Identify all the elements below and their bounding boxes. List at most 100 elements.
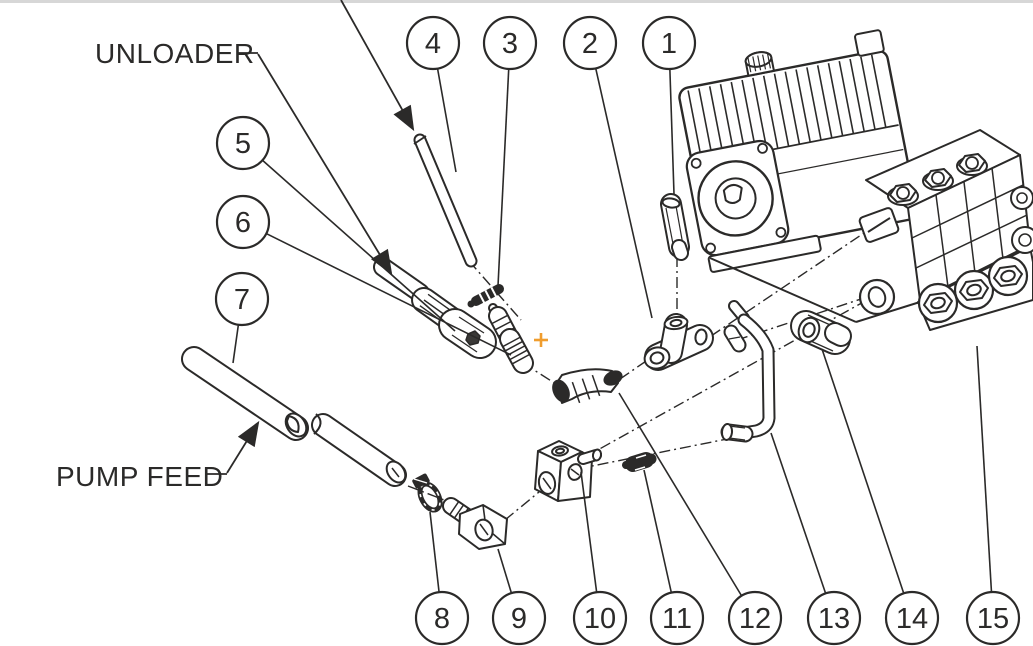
page-top-edge bbox=[0, 0, 1033, 3]
callout-circle bbox=[884, 590, 940, 646]
offscreen-arrow-leader bbox=[340, 0, 415, 132]
centerline-9 bbox=[407, 485, 453, 504]
callout-leader bbox=[580, 471, 598, 593]
pump-crankcase bbox=[678, 29, 919, 273]
callout-number: 15 bbox=[977, 603, 1009, 635]
callout-leader bbox=[232, 324, 240, 364]
callout-circle bbox=[405, 15, 461, 71]
callout-number: 3 bbox=[502, 28, 518, 60]
valve-cap-icon bbox=[956, 153, 988, 176]
unloader-arrow-leader bbox=[257, 53, 393, 276]
callout-number: 2 bbox=[582, 28, 598, 60]
bypass-pipe bbox=[720, 300, 776, 443]
centerline-10 bbox=[504, 491, 540, 521]
pump-feed-tube bbox=[181, 346, 309, 441]
pump-assembly bbox=[678, 29, 1033, 331]
valve-cap-icon bbox=[887, 183, 919, 206]
callout-leader bbox=[265, 232, 512, 356]
pump-feed-arrow-leader bbox=[226, 420, 260, 474]
oil-cap-icon bbox=[744, 51, 775, 77]
callout-leader bbox=[976, 345, 993, 593]
callout-circle bbox=[727, 590, 783, 646]
callout-number: 14 bbox=[896, 603, 928, 635]
callout-15: 15 bbox=[965, 345, 1021, 646]
centerline-1 bbox=[468, 260, 522, 321]
standoff-fitting bbox=[660, 193, 690, 261]
callout-circle bbox=[806, 590, 862, 646]
callout-leader bbox=[436, 68, 457, 173]
callout-number: 5 bbox=[235, 128, 251, 160]
callout-1: 1 bbox=[641, 15, 697, 195]
port-plug-icon bbox=[987, 255, 1029, 297]
marker-layer bbox=[534, 333, 548, 347]
block-stub-icon bbox=[577, 448, 603, 465]
callout-7: 7 bbox=[214, 271, 270, 364]
threaded-nipple bbox=[488, 303, 534, 374]
callout-circle bbox=[215, 194, 271, 250]
valve-cap-icon bbox=[922, 168, 954, 191]
callout-circle bbox=[572, 590, 628, 646]
spring-coil bbox=[467, 284, 504, 308]
label-pump-feed: PUMP FEED bbox=[56, 420, 260, 492]
callout-circle bbox=[562, 15, 618, 71]
barbed-elbow bbox=[442, 497, 508, 550]
tee-fitting bbox=[643, 313, 714, 371]
callout-circle bbox=[491, 590, 547, 646]
centerline-8 bbox=[568, 299, 868, 467]
callout-number: 6 bbox=[235, 207, 251, 239]
pump-manifold bbox=[858, 129, 1033, 331]
callout-10: 10 bbox=[572, 471, 628, 646]
centerline-3 bbox=[619, 356, 653, 380]
front-port-icon bbox=[858, 207, 900, 243]
callout-leader bbox=[821, 348, 905, 594]
callout-8: 8 bbox=[414, 511, 470, 646]
callout-leader bbox=[497, 548, 513, 594]
callout-9: 9 bbox=[491, 548, 547, 646]
callout-circle bbox=[641, 15, 697, 71]
callout-11: 11 bbox=[643, 469, 705, 646]
callout-leader bbox=[497, 68, 510, 287]
callout-circle bbox=[215, 115, 271, 171]
callout-number: 11 bbox=[662, 603, 692, 635]
feed-hose-segment bbox=[311, 413, 407, 487]
callout-number: 8 bbox=[434, 603, 450, 635]
callout-leader bbox=[429, 511, 440, 593]
callout-circle bbox=[649, 590, 705, 646]
callout-leader bbox=[770, 432, 827, 594]
centerline-5 bbox=[710, 232, 865, 337]
text-labels-layer: UNLOADER PUMP FEED bbox=[56, 0, 415, 492]
callout-number: 1 bbox=[661, 28, 677, 60]
callout-circle bbox=[965, 590, 1021, 646]
callout-number: 7 bbox=[234, 284, 250, 316]
centerline-7 bbox=[576, 438, 728, 470]
swivel-elbow bbox=[552, 368, 623, 404]
callout-leader bbox=[594, 68, 653, 319]
coupling-nut bbox=[790, 310, 852, 355]
pipe-hex-end-icon bbox=[720, 423, 754, 443]
centerlines-layer bbox=[407, 232, 868, 521]
callout-2: 2 bbox=[562, 15, 653, 319]
bearing-plate bbox=[685, 139, 790, 257]
unloader-label: UNLOADER bbox=[95, 38, 255, 69]
callout-circle bbox=[414, 590, 470, 646]
parts-layer bbox=[181, 29, 1033, 550]
callout-number: 4 bbox=[425, 28, 441, 60]
inlet-boss-icon bbox=[858, 278, 896, 316]
hex-plug bbox=[622, 452, 657, 472]
port-plug-icon bbox=[917, 282, 959, 324]
pump-feed-label: PUMP FEED bbox=[56, 461, 223, 492]
callout-leader bbox=[618, 392, 743, 597]
crosshair-marker bbox=[534, 333, 548, 347]
callout-number: 13 bbox=[818, 603, 850, 635]
callout-circle bbox=[214, 271, 270, 327]
callout-5: 5 bbox=[215, 115, 456, 332]
callout-14: 14 bbox=[821, 348, 940, 646]
callout-4: 4 bbox=[405, 15, 461, 173]
callout-number: 10 bbox=[584, 603, 616, 635]
callout-number: 9 bbox=[511, 603, 527, 635]
ferrule-icon bbox=[723, 324, 747, 353]
callout-leader bbox=[643, 469, 673, 593]
